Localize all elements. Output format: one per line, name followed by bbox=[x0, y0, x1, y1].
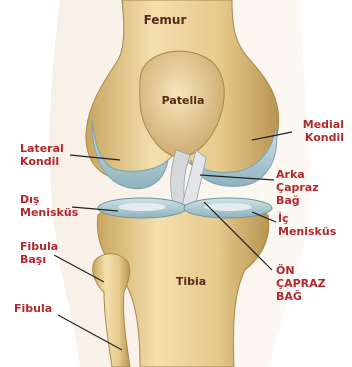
label-fibula-basi-line2: Başı bbox=[20, 253, 58, 266]
label-arka-line3: Bağ bbox=[276, 194, 319, 207]
label-medial-kondil-line1: Medial bbox=[286, 118, 344, 131]
label-femur: Femur bbox=[140, 14, 190, 27]
label-tibia: Tibia bbox=[166, 275, 216, 288]
label-dis-line2: Menisküs bbox=[20, 206, 78, 219]
label-dis-menisküs: Dış Menisküs bbox=[20, 193, 78, 219]
label-arka-line1: Arka bbox=[276, 168, 319, 181]
label-fibula: Fibula bbox=[14, 302, 52, 315]
label-medial-kondil-line2: Kondil bbox=[286, 131, 344, 144]
label-ic-menisküs: İç Menisküs bbox=[278, 212, 336, 238]
label-patella: Patella bbox=[158, 94, 208, 107]
label-fibula-basi-line1: Fibula bbox=[20, 240, 58, 253]
label-on-line2: ÇAPRAZ bbox=[276, 277, 326, 290]
label-dis-line1: Dış bbox=[20, 193, 78, 206]
label-fibula-basi: Fibula Başı bbox=[20, 240, 58, 266]
label-arka-capraz-bag: Arka Çapraz Bağ bbox=[276, 168, 319, 207]
label-ic-line2: Menisküs bbox=[278, 225, 336, 238]
label-lateral-kondil-line1: Lateral bbox=[20, 142, 64, 155]
label-medial-kondil: Medial Kondil bbox=[286, 118, 344, 144]
label-on-capraz-bag: ÖN ÇAPRAZ BAĞ bbox=[276, 264, 326, 303]
label-lateral-kondil-line2: Kondil bbox=[20, 155, 64, 168]
label-ic-line1: İç bbox=[278, 212, 336, 225]
label-on-line3: BAĞ bbox=[276, 290, 326, 303]
label-arka-line2: Çapraz bbox=[276, 181, 319, 194]
label-on-line1: ÖN bbox=[276, 264, 326, 277]
label-lateral-kondil: Lateral Kondil bbox=[20, 142, 64, 168]
